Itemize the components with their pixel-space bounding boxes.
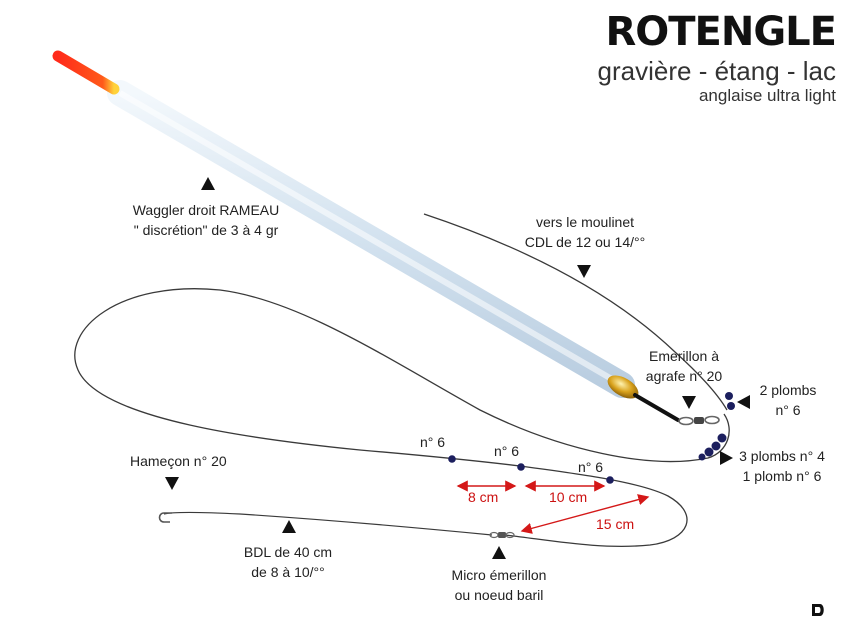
reel-line-label: vers le moulinet CDL de 12 ou 14/°° <box>505 212 665 252</box>
page-subtitle: gravière - étang - lac <box>597 56 836 86</box>
swivel-label: Emerillon à agrafe n° 20 <box>626 346 742 386</box>
measure-arrow-15cm <box>520 494 650 534</box>
page-subtitle-2: anglaise ultra light <box>698 86 836 105</box>
main-line-to-reel <box>423 213 728 411</box>
title-block: ROTENGLE gravière - étang - lac anglaise… <box>597 8 837 106</box>
pointer-up-icon <box>201 177 215 190</box>
distance-8cm-label: 8 cm <box>468 489 499 505</box>
leader-label-line2: de 8 à 10/°° <box>251 564 325 580</box>
hook-icon <box>158 512 172 523</box>
shot-n6-label-b: n° 6 <box>494 443 520 459</box>
micro-swivel <box>489 531 515 539</box>
shot-weight <box>717 433 727 443</box>
pointer-up-icon <box>282 520 296 533</box>
pointer-down-icon <box>577 265 591 278</box>
shot-3-label-line1: 3 plombs n° 4 <box>739 448 825 464</box>
logo-mark <box>812 604 824 616</box>
line-loop <box>74 288 730 547</box>
distance-15cm-label: 15 cm <box>596 516 635 532</box>
pointer-right-icon <box>720 451 733 465</box>
micro-swivel-label-line2: ou noeud baril <box>454 587 544 603</box>
waggler-label-line2: " discrétion" de 3 à 4 gr <box>133 222 279 238</box>
leader-label-line1: BDL de 40 cm <box>243 544 333 560</box>
shot-3-label-line2: 1 plomb n° 6 <box>742 468 822 484</box>
reel-line-label-line2: CDL de 12 ou 14/°° <box>524 234 646 250</box>
snap-swivel <box>678 415 720 426</box>
shot-weight <box>606 476 614 484</box>
shot-weight <box>704 447 714 457</box>
shot-weight <box>448 455 456 463</box>
micro-swivel-label: Micro émerillon ou noeud baril <box>434 565 564 605</box>
shot-weight <box>727 402 735 410</box>
swivel-label-line2: agrafe n° 20 <box>645 368 723 384</box>
shot-3-label: 3 plombs n° 4 1 plomb n° 6 <box>730 446 834 486</box>
shot-weight <box>711 441 721 451</box>
pointer-down-icon <box>682 396 696 409</box>
leader-line <box>163 511 493 536</box>
waggler-label: Waggler droit RAMEAU " discrétion" de 3 … <box>96 200 316 240</box>
pointer-left-icon <box>737 395 750 409</box>
shot-n6-label-a: n° 6 <box>420 434 446 450</box>
micro-swivel-label-line1: Micro émerillon <box>451 567 547 583</box>
pointer-up-icon <box>492 546 506 559</box>
waggler-label-line1: Waggler droit RAMEAU <box>132 202 280 218</box>
shot-2-label: 2 plombs n° 6 <box>748 380 828 420</box>
pointer-down-icon <box>165 477 179 490</box>
hook-label: Hameçon n° 20 <box>130 453 227 469</box>
shot-2-label-line1: 2 plombs <box>759 382 817 398</box>
reel-line-label-line1: vers le moulinet <box>535 214 635 230</box>
shot-weight <box>517 463 525 471</box>
distance-10cm-label: 10 cm <box>549 489 588 505</box>
shot-weight <box>725 392 733 400</box>
leader-label: BDL de 40 cm de 8 à 10/°° <box>220 542 356 582</box>
shot-n6-label-c: n° 6 <box>578 459 604 475</box>
waggler-float <box>52 50 680 422</box>
page-title: ROTENGLE <box>605 9 837 55</box>
swivel-label-line1: Emerillon à <box>648 348 720 364</box>
shot-weight <box>698 453 706 461</box>
shot-2-label-line2: n° 6 <box>775 402 801 418</box>
